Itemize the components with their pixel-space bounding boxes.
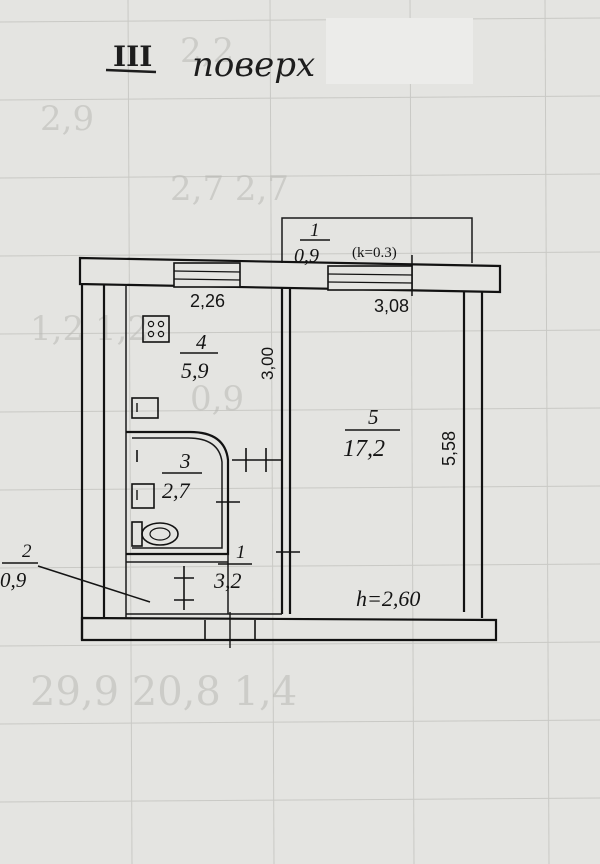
kitchen-area: 5,9 bbox=[181, 358, 209, 383]
balcony-coefficient: (k=0.3) bbox=[352, 245, 397, 261]
bathroom-area: 2,7 bbox=[162, 478, 191, 503]
hall-number: 1 bbox=[236, 542, 246, 563]
room-area: 17,2 bbox=[343, 436, 385, 462]
balcony-area: 0,9 bbox=[294, 245, 319, 267]
kitchen-sink-icon bbox=[131, 397, 159, 419]
door-ticks bbox=[174, 448, 300, 610]
hall: 1 3,2 bbox=[213, 542, 252, 593]
hall-area: 3,2 bbox=[213, 568, 242, 593]
ceiling-height: h=2,60 bbox=[356, 586, 420, 611]
bathroom-number: 3 bbox=[179, 449, 191, 473]
room-number: 5 bbox=[368, 405, 379, 429]
loggia-area: 0,9 bbox=[0, 568, 27, 592]
kitchen-number: 4 bbox=[196, 330, 207, 354]
washbasin-icon bbox=[131, 483, 155, 509]
bg-digits-bottom: 29,9 20,8 1,4 bbox=[30, 669, 297, 715]
bathroom: 3 2,7 bbox=[162, 449, 202, 503]
floor-word: поверх bbox=[192, 45, 315, 85]
toilet-icon bbox=[131, 521, 179, 547]
bg-digits-row3: 2,7 2,7 bbox=[170, 169, 289, 209]
loggia-number: 2 bbox=[22, 541, 32, 562]
room-width: 3,08 bbox=[374, 296, 409, 316]
floor-numeral: III bbox=[113, 40, 152, 73]
kitchen-width: 2,26 bbox=[190, 291, 225, 311]
kitchen-length: 3,00 bbox=[258, 347, 277, 380]
room-length: 5,58 bbox=[439, 431, 459, 466]
kitchen: 2,26 4 5,9 3,00 bbox=[180, 291, 277, 383]
floor-numeral-underline bbox=[105, 68, 157, 74]
bg-digits-row4: 1,2 1,2 bbox=[30, 309, 149, 349]
loggia: 2 0,9 bbox=[0, 541, 151, 603]
page-header: III поверх bbox=[105, 18, 473, 85]
balcony-number: 1 bbox=[310, 220, 320, 241]
bg-digits-row1: 2,2 bbox=[180, 31, 234, 71]
stove-icon bbox=[142, 315, 170, 343]
walls bbox=[78, 256, 502, 648]
fixtures bbox=[131, 315, 179, 547]
background-digits: 2,2 2,9 2,7 2,7 1,2 1,2 0,9 29,9 20,8 1,… bbox=[30, 31, 297, 715]
redaction-box bbox=[326, 18, 473, 84]
room: 3,08 5 17,2 5,58 h=2,60 bbox=[343, 296, 459, 611]
bg-digits-row5: 0,9 bbox=[190, 379, 244, 419]
bg-digits-row2: 2,9 bbox=[40, 99, 94, 139]
